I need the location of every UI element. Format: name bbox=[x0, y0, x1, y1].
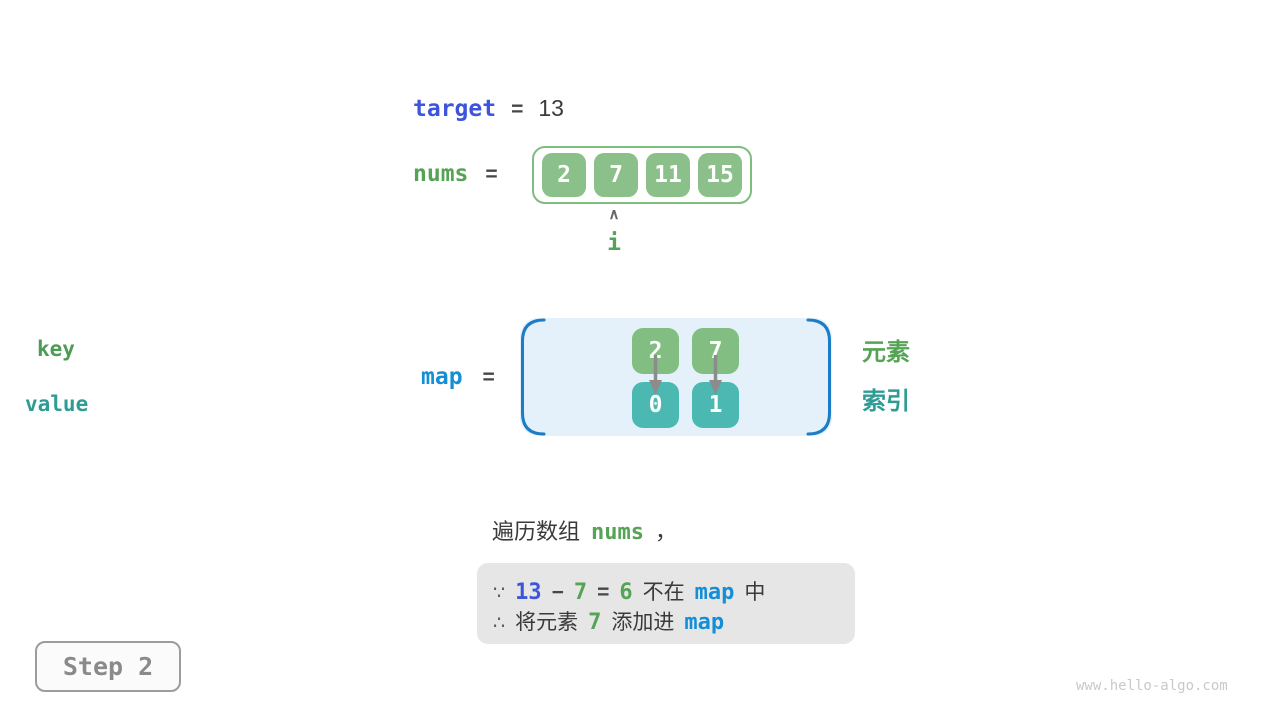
minus-sign: − bbox=[551, 581, 564, 604]
map-row: map = bbox=[421, 364, 495, 390]
map-brackets-and-arrows bbox=[521, 318, 831, 436]
key-value-arrows bbox=[649, 355, 722, 395]
arrowhead-icon bbox=[649, 380, 662, 395]
minuend-value: 13 bbox=[515, 580, 542, 605]
equals-sign: = bbox=[482, 366, 495, 389]
in-suffix-text: 中 bbox=[744, 581, 766, 604]
add-prefix-text: 将元素 bbox=[515, 611, 579, 634]
array-cell: 7 bbox=[594, 153, 638, 197]
key-row-label: key bbox=[37, 337, 75, 361]
array-cell: 15 bbox=[698, 153, 742, 197]
map-reference: map bbox=[694, 580, 735, 605]
index-pointer-label: i bbox=[607, 230, 621, 256]
array-cell: 11 bbox=[646, 153, 690, 197]
map-key-cell: 7 bbox=[692, 328, 739, 374]
caption-nums-ref: nums bbox=[591, 520, 644, 545]
right-bracket bbox=[806, 318, 831, 436]
value-row-label: value bbox=[25, 392, 89, 416]
arrowhead-icon bbox=[709, 380, 722, 395]
subtrahend-value: 7 bbox=[573, 580, 588, 605]
target-value: 13 bbox=[538, 95, 564, 121]
difference-value: 6 bbox=[619, 580, 633, 605]
traverse-caption: 遍历数组 nums ， bbox=[492, 514, 677, 546]
map-reference: map bbox=[684, 610, 725, 635]
target-row: target = 13 bbox=[413, 95, 564, 122]
index-annotation: 索引 bbox=[862, 388, 910, 415]
explanation-line-because: ∵ 13 − 7 = 6 不在 map 中 bbox=[493, 576, 839, 606]
because-symbol: ∵ bbox=[493, 583, 506, 604]
target-variable-label: target bbox=[413, 96, 497, 122]
watermark: www.hello-algo.com bbox=[1076, 678, 1228, 694]
explanation-line-therefore: ∴ 将元素 7 添加进 map bbox=[493, 606, 839, 636]
therefore-symbol: ∴ bbox=[493, 613, 506, 634]
nums-row: nums = bbox=[413, 161, 498, 187]
added-value: 7 bbox=[588, 610, 602, 635]
nums-array: 2 7 11 15 bbox=[532, 146, 752, 204]
element-annotation: 元素 bbox=[862, 339, 910, 366]
caption-comma: ， bbox=[655, 519, 678, 544]
left-bracket bbox=[521, 318, 546, 436]
equals-sign: = bbox=[511, 98, 524, 121]
up-caret-icon: ∧ bbox=[608, 206, 620, 223]
not-in-text: 不在 bbox=[642, 581, 685, 604]
equals-sign: = bbox=[485, 163, 498, 186]
array-cell: 2 bbox=[542, 153, 586, 197]
map-variable-label: map bbox=[421, 364, 463, 390]
step-badge: Step 2 bbox=[35, 641, 181, 692]
explanation-box: ∵ 13 − 7 = 6 不在 map 中 ∴ 将元素 7 添加进 map bbox=[477, 563, 855, 644]
nums-variable-label: nums bbox=[413, 161, 469, 187]
caption-prefix: 遍历数组 bbox=[492, 519, 581, 544]
equals-sign: = bbox=[597, 581, 610, 604]
add-suffix-text: 添加进 bbox=[611, 611, 675, 634]
